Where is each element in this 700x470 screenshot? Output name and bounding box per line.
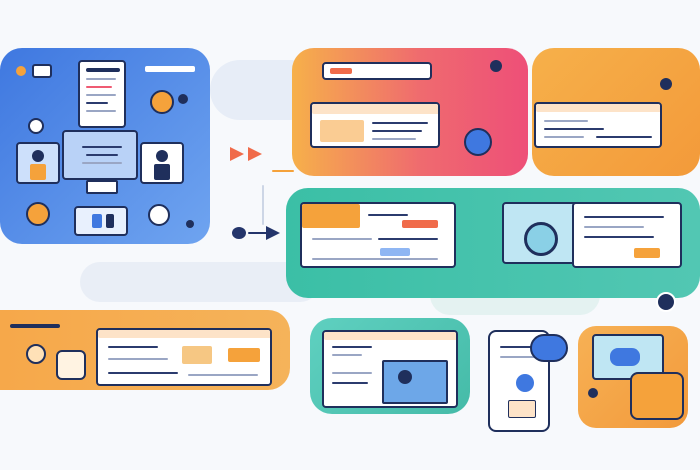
chat-icon: [530, 334, 568, 362]
image-window: [502, 202, 582, 264]
device-base: [630, 372, 684, 420]
pink-panel: [292, 48, 528, 176]
double-arrow-icon: [226, 146, 272, 162]
editor-window: [310, 102, 440, 148]
profile-card: [56, 350, 86, 380]
user-avatar-icon: [464, 128, 492, 156]
device-screen: [592, 334, 664, 380]
map-pin-icon: [656, 292, 676, 312]
tiny-pin-icon: [588, 388, 598, 398]
dash-divider: [272, 170, 294, 172]
gear-icon: [148, 204, 170, 226]
teal-bottom-panel: [310, 318, 470, 414]
location-pin-icon: [26, 202, 50, 226]
media-card-left: [16, 142, 60, 184]
sidebar-card: [78, 60, 126, 128]
orange-panel: [532, 48, 700, 176]
media-card-right: [140, 142, 184, 184]
dashboard-window: [96, 328, 272, 386]
tiny-dot-icon: [186, 220, 194, 228]
orange-device: [578, 326, 688, 428]
bg-wash-middle: [80, 262, 320, 302]
orange-dot-icon: [16, 66, 26, 76]
gallery-window: [322, 330, 458, 408]
blue-panel: [0, 48, 210, 244]
header-strip: [145, 66, 195, 72]
speech-bubble-icon: [32, 64, 52, 78]
teal-panel: [286, 188, 700, 298]
person-icon: [150, 90, 174, 114]
orange-wide-panel: [0, 310, 290, 390]
profile-icon: [26, 344, 46, 364]
document-window: [534, 102, 662, 148]
pin-icon: [490, 60, 502, 72]
ring-icon: [28, 118, 44, 134]
bottom-card: [74, 206, 128, 236]
form-window: [300, 202, 456, 268]
pin-icon-right: [660, 78, 672, 90]
phone-card: [488, 330, 550, 432]
vertical-dash: [262, 185, 264, 225]
title-bar-card: [322, 62, 432, 80]
detail-window: [572, 202, 682, 268]
arrow-right-icon: [232, 224, 284, 242]
top-strip: [10, 324, 60, 328]
monitor-icon: [62, 130, 138, 180]
small-dot-icon: [178, 94, 188, 104]
monitor-stand: [86, 180, 118, 194]
